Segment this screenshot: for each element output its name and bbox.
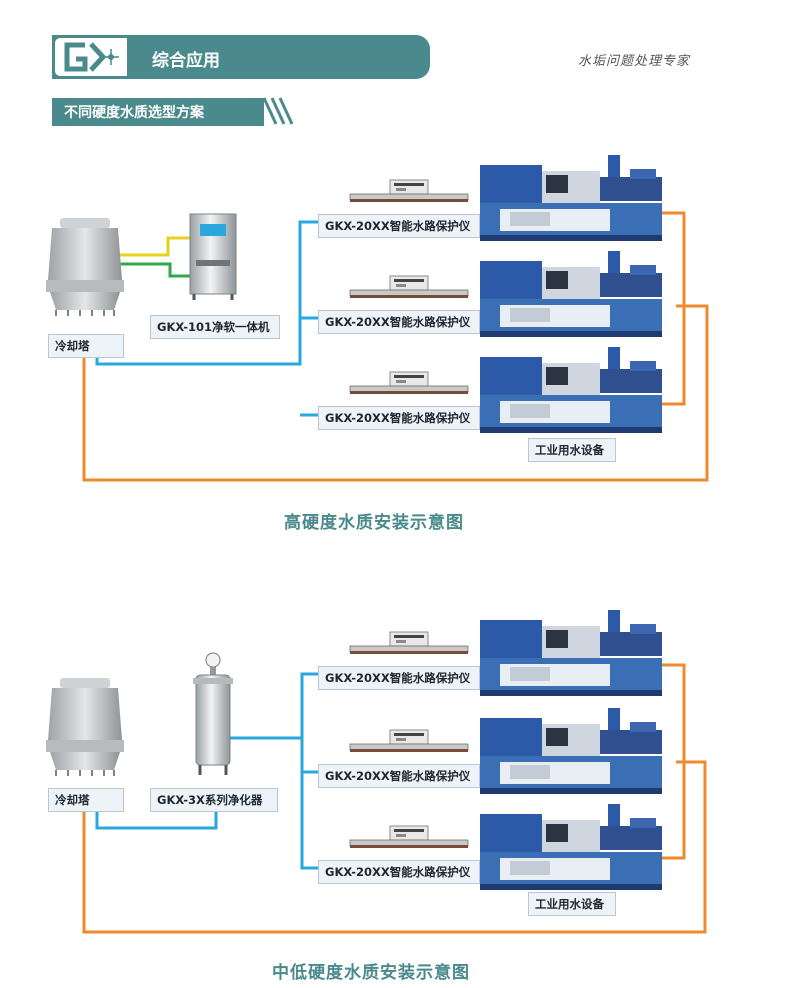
cooling-tower-label-1: 冷却塔	[48, 334, 124, 358]
protector-label-2b: GKX-20XX智能水路保护仪	[318, 764, 480, 788]
brand-logo	[52, 35, 130, 79]
purifier-label: GKX-3X系列净化器	[150, 788, 278, 812]
cooling-tower-1	[45, 217, 125, 317]
diagram-2-caption: 中低硬度水质安装示意图	[272, 963, 470, 983]
subtitle: 不同硬度水质选型方案	[64, 105, 204, 121]
protector-label-2c: GKX-20XX智能水路保护仪	[318, 860, 480, 884]
stripes-decoration	[262, 97, 294, 125]
protector-device-1a	[349, 179, 469, 203]
machine-2b	[480, 708, 662, 794]
cooling-tower-2	[45, 677, 125, 777]
protector-device-2b	[349, 729, 469, 753]
equipment-label-2: 工业用水设备	[528, 892, 616, 916]
machine-2c	[480, 804, 662, 890]
brand-tagline: 水垢问题处理专家	[578, 54, 691, 69]
cooling-tower-label-2: 冷却塔	[48, 788, 124, 812]
subtitle-bar	[52, 98, 264, 126]
purifier-unit	[193, 652, 233, 775]
machine-1a	[480, 155, 662, 241]
protector-label-1b: GKX-20XX智能水路保护仪	[318, 310, 480, 334]
protector-label-1a: GKX-20XX智能水路保护仪	[318, 214, 480, 238]
machine-2a	[480, 610, 662, 696]
softener-unit	[189, 213, 237, 300]
equipment-label-1: 工业用水设备	[528, 438, 616, 462]
softener-label: GKX-101净软一体机	[150, 315, 280, 339]
gk-logo-icon	[64, 42, 119, 72]
protector-label-1c: GKX-20XX智能水路保护仪	[318, 406, 480, 430]
machine-1b	[480, 251, 662, 337]
protector-device-1c	[349, 371, 469, 395]
protector-device-2c	[349, 825, 469, 849]
machine-1c	[480, 347, 662, 433]
protector-device-1b	[349, 275, 469, 299]
protector-label-2a: GKX-20XX智能水路保护仪	[318, 666, 480, 690]
protector-device-2a	[349, 631, 469, 655]
section-title: 综合应用	[152, 51, 220, 71]
diagram-1-caption: 高硬度水质安装示意图	[284, 513, 464, 533]
